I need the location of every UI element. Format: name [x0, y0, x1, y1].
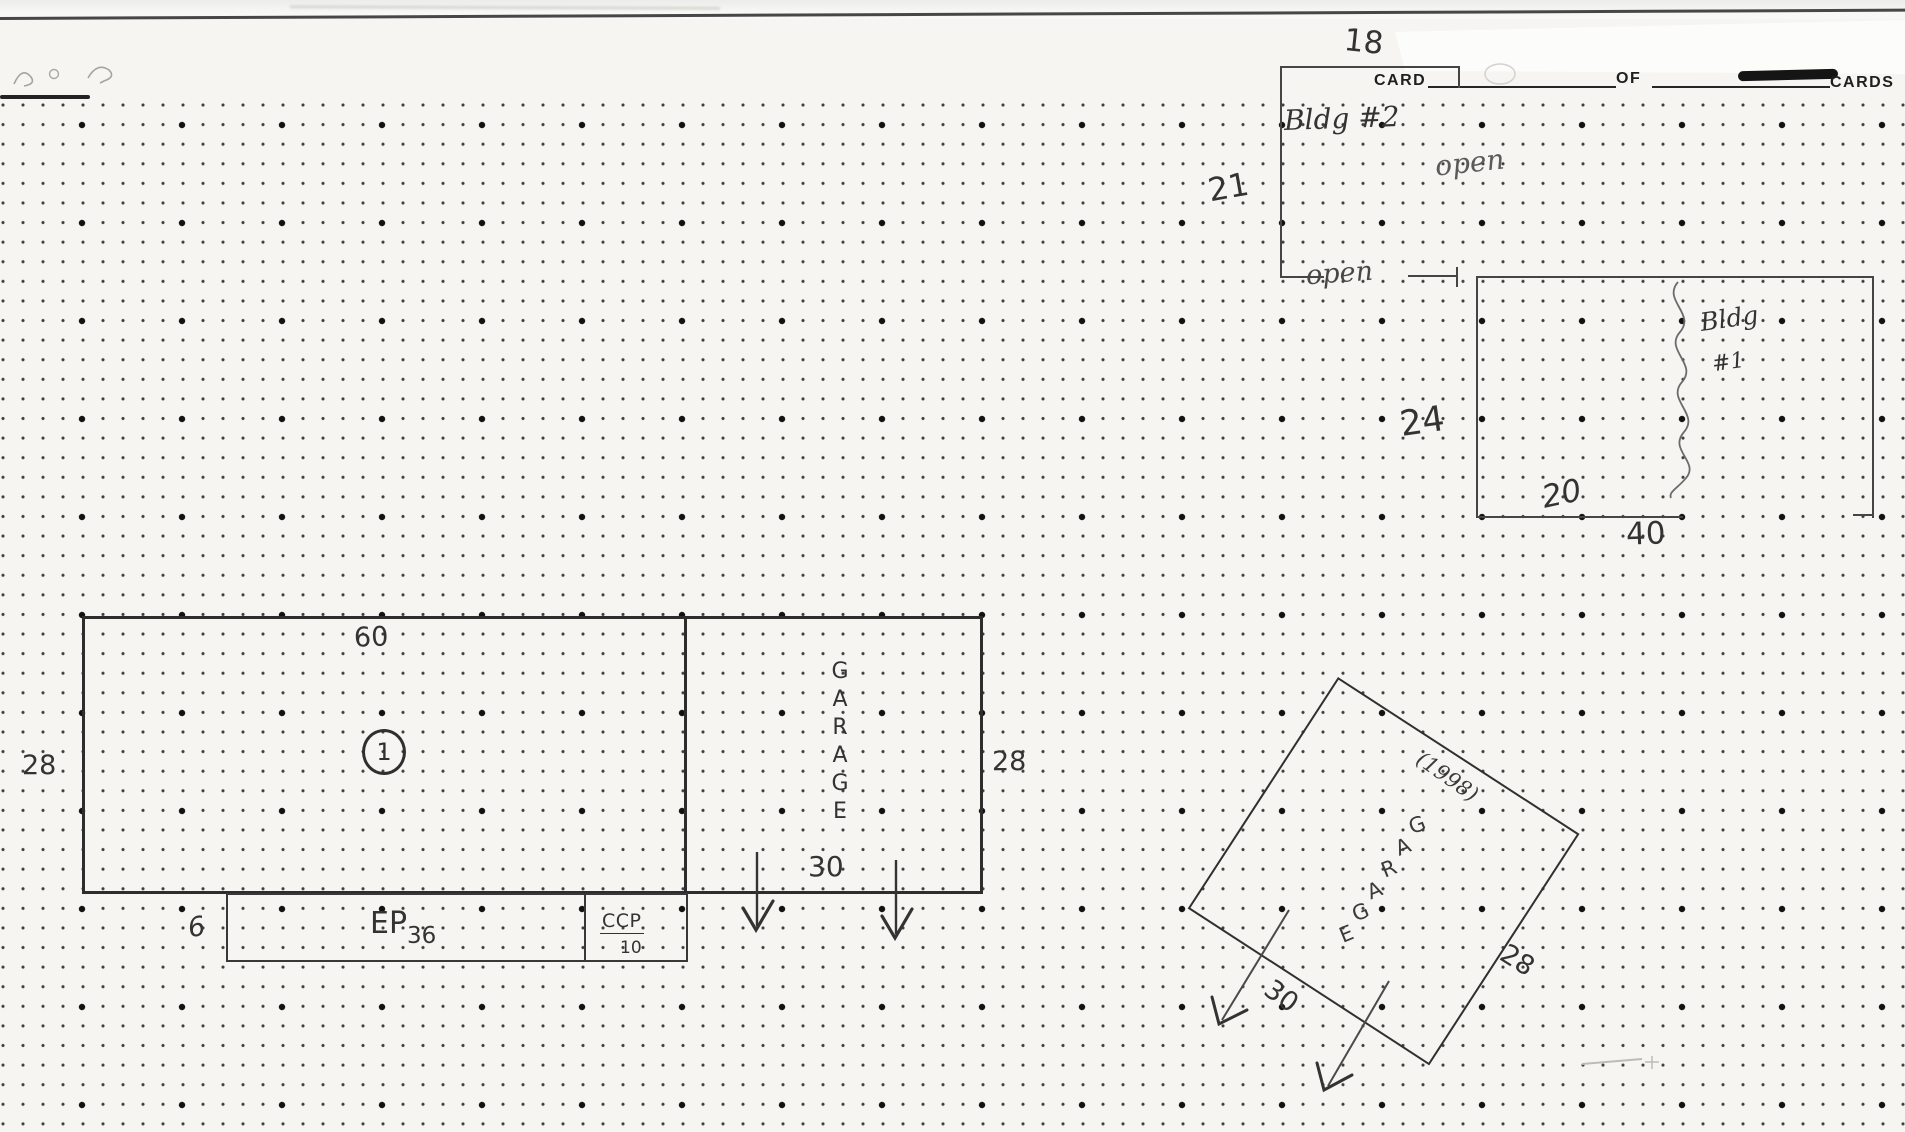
of-label: OF — [1616, 70, 1642, 87]
cards-label: CARDS — [1830, 74, 1895, 91]
bldg2-bottom-right-tick — [1456, 267, 1458, 287]
bldg2-right-tick — [1458, 66, 1460, 88]
bldg1-width-dim: 40 — [1625, 515, 1667, 553]
bldg1-name-line2: #1 — [1710, 347, 1747, 378]
house-height-dim-left: 28 — [22, 750, 57, 781]
card-number-blank — [1428, 86, 1616, 89]
ccp-size: 10 — [620, 938, 642, 958]
ep-label: EP36 — [370, 906, 436, 949]
bldg2-width-dim: 18 — [1342, 22, 1386, 62]
ep-text: EP — [370, 906, 408, 941]
bldg1-bottom-right-tick — [1853, 514, 1873, 517]
garage-letter: A — [832, 687, 848, 712]
garage-letter: R — [832, 715, 848, 740]
main-house-outline — [82, 616, 983, 894]
left-edge-mark — [0, 95, 90, 99]
card-total-blank — [1652, 86, 1830, 89]
bldg2-height-dim: 21 — [1205, 164, 1252, 210]
house-height-dim-right: 28 — [992, 746, 1027, 777]
bldg2-left-wall — [1280, 66, 1282, 278]
ep-size: 36 — [407, 923, 437, 949]
paper-corner-highlight — [1395, 20, 1905, 74]
attached-garage-width-dim: 30 — [808, 850, 844, 883]
bldg2-open-note-lower: open — [1305, 255, 1374, 292]
faint-scribble — [48, 68, 60, 80]
bldg2-top-wall — [1280, 66, 1460, 68]
bldg2-bottom-wall-left — [1280, 276, 1324, 278]
ccp-porch-box — [584, 893, 688, 962]
faint-scribble — [87, 66, 113, 84]
bldg2-name: Bldg #2 — [1283, 99, 1401, 138]
story-number: 1 — [376, 738, 392, 766]
detached-garage-label: G A R A G E — [1325, 805, 1438, 954]
attached-garage-label: G A R A G E — [823, 658, 857, 826]
garage-partition-wall — [684, 617, 687, 893]
bldg1-outline — [1476, 276, 1874, 518]
bldg1-bottom-wall-left — [1477, 516, 1683, 519]
bldg2-bottom-wall-right — [1408, 275, 1458, 277]
card-label: CARD — [1374, 72, 1427, 89]
faint-scribble — [13, 72, 34, 87]
garage-letter: G — [831, 771, 849, 796]
garage-letter: E — [833, 799, 847, 824]
garage-letter: G — [831, 659, 849, 684]
house-width-dim: 60 — [353, 621, 389, 654]
bldg1-height-dim: 24 — [1397, 399, 1448, 445]
garage-letter: A — [832, 743, 848, 768]
porch-outline — [226, 893, 688, 962]
story-circle: 1 — [362, 729, 406, 775]
handwritten-fill-mark — [1737, 68, 1839, 82]
ccp-label: CCP — [600, 910, 644, 934]
